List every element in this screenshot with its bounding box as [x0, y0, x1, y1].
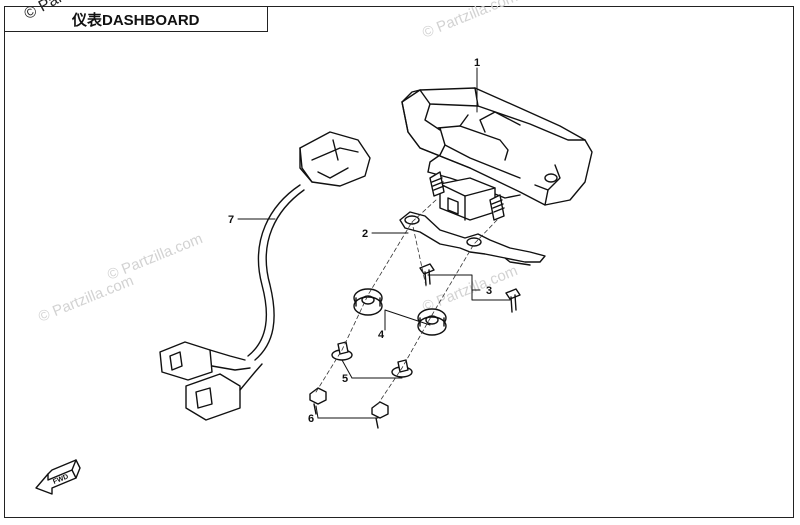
forward-direction-arrow	[35, 459, 81, 495]
callout-7: 7	[228, 214, 234, 226]
callout-leaders	[237, 67, 511, 419]
dashboard-cluster	[401, 87, 593, 206]
grommet-left	[353, 288, 383, 316]
callout-3: 3	[486, 285, 492, 297]
title-box	[4, 6, 268, 32]
callout-4: 4	[378, 329, 385, 341]
cluster-studs	[429, 171, 505, 221]
callout-6: 6	[308, 413, 314, 425]
exploded-centerlines	[315, 199, 498, 405]
nut-right	[371, 401, 389, 429]
bolt-lower	[505, 288, 521, 313]
callout-1: 1	[474, 57, 480, 69]
nut-left	[309, 387, 327, 415]
mounting-bracket	[399, 211, 546, 266]
diagram-frame	[4, 6, 794, 518]
wiring-harness	[159, 131, 371, 421]
washer-right	[391, 359, 413, 378]
diagram-title: 仪表DASHBOARD	[72, 12, 200, 29]
washer-left	[331, 341, 353, 361]
callout-5: 5	[342, 373, 348, 385]
callout-2: 2	[362, 228, 368, 240]
cluster-connector	[439, 177, 496, 221]
